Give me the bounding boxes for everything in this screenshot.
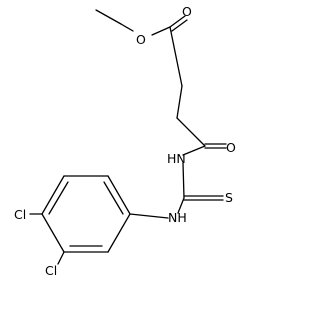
ring-bond-1 [107, 175, 131, 215]
bond-ch2-ester-o [120, 23, 134, 32]
bond-carbonyl-c-o-double-a [169, 15, 186, 28]
amide-nh-label: HN [167, 151, 186, 166]
ring-bond-6 [107, 213, 131, 253]
bond-amide-c-nh [182, 145, 206, 156]
bond-chain-3 [176, 117, 206, 147]
ring-inner-double-1 [103, 181, 124, 215]
ester-oxygen-label: O [136, 32, 146, 47]
carbonyl-oxygen-label: O [182, 4, 192, 19]
bond-aryl-nh-ring [129, 213, 169, 219]
bond-nh-thio-c [182, 162, 185, 199]
ring-bond-4 [41, 213, 65, 253]
chlorine-lower-label: Cl [45, 263, 57, 278]
structure-diagram: O O O HN S NH Cl Cl [14, 4, 236, 278]
amide-oxygen-label: O [226, 140, 236, 155]
bond-ester-o-carbonyl-c [151, 26, 171, 36]
ring-bond-3 [41, 175, 65, 215]
bond-carbonyl-c-o-double-b [171, 19, 188, 32]
chlorine-upper-label: Cl [14, 207, 26, 222]
bond-ch3-ch2 [95, 9, 122, 25]
aryl-nh-label: NH [168, 210, 187, 225]
bond-ring-cl-lower [57, 251, 65, 265]
bond-chain-1 [169, 26, 183, 87]
bond-chain-2 [176, 85, 183, 119]
thio-sulfur-label: S [225, 190, 233, 205]
bond-thio-c-aryl-nh [177, 197, 185, 214]
ring-inner-double-2 [48, 181, 69, 215]
